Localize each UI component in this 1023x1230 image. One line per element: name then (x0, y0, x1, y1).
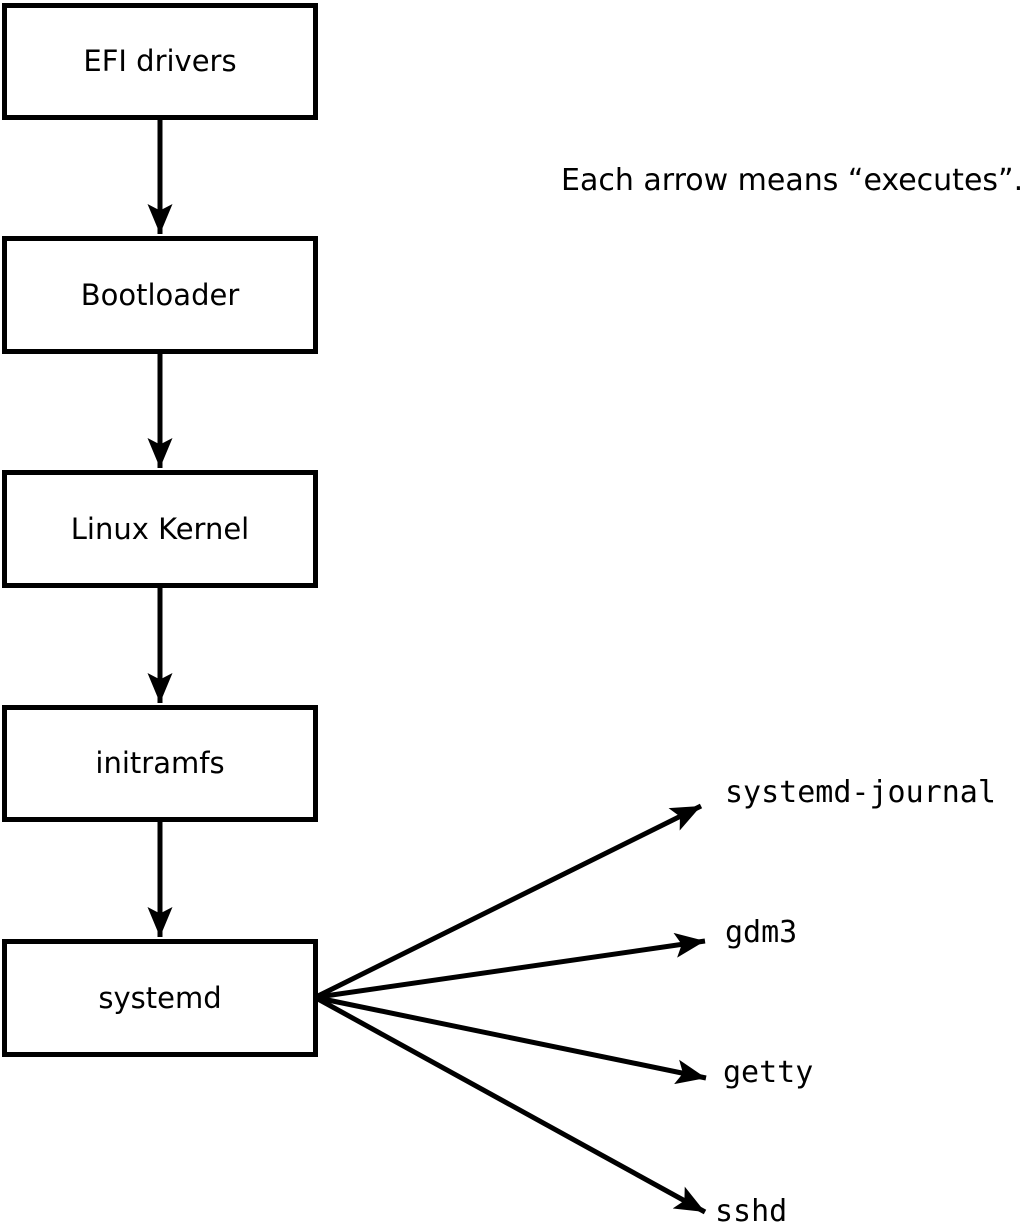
arrow-systemd-to-gdm3 (317, 932, 706, 1000)
node-bootloader-label: Bootloader (80, 277, 240, 312)
node-systemd: systemd (2, 939, 318, 1057)
node-systemd-label: systemd (98, 980, 222, 1015)
annotation-text: Each arrow means “executes”. (561, 163, 1023, 198)
node-efi-drivers-label: EFI drivers (83, 44, 237, 78)
process-label-systemd-journal: systemd-journal (725, 775, 996, 810)
process-label-sshd: sshd (715, 1194, 788, 1229)
node-bootloader: Bootloader (2, 236, 318, 354)
node-linux-kernel: Linux Kernel (2, 470, 318, 588)
arrow-systemd-to-sshd (316, 996, 707, 1215)
node-initramfs-label: initramfs (95, 746, 225, 780)
arrow-systemd-to-journal (316, 803, 703, 999)
node-initramfs: initramfs (2, 705, 318, 822)
process-label-gdm3: gdm3 (725, 915, 798, 950)
node-efi-drivers: EFI drivers (2, 3, 318, 120)
node-linux-kernel-label: Linux Kernel (70, 511, 250, 546)
process-label-getty: getty (723, 1055, 814, 1090)
arrow-systemd-to-getty (317, 995, 707, 1085)
